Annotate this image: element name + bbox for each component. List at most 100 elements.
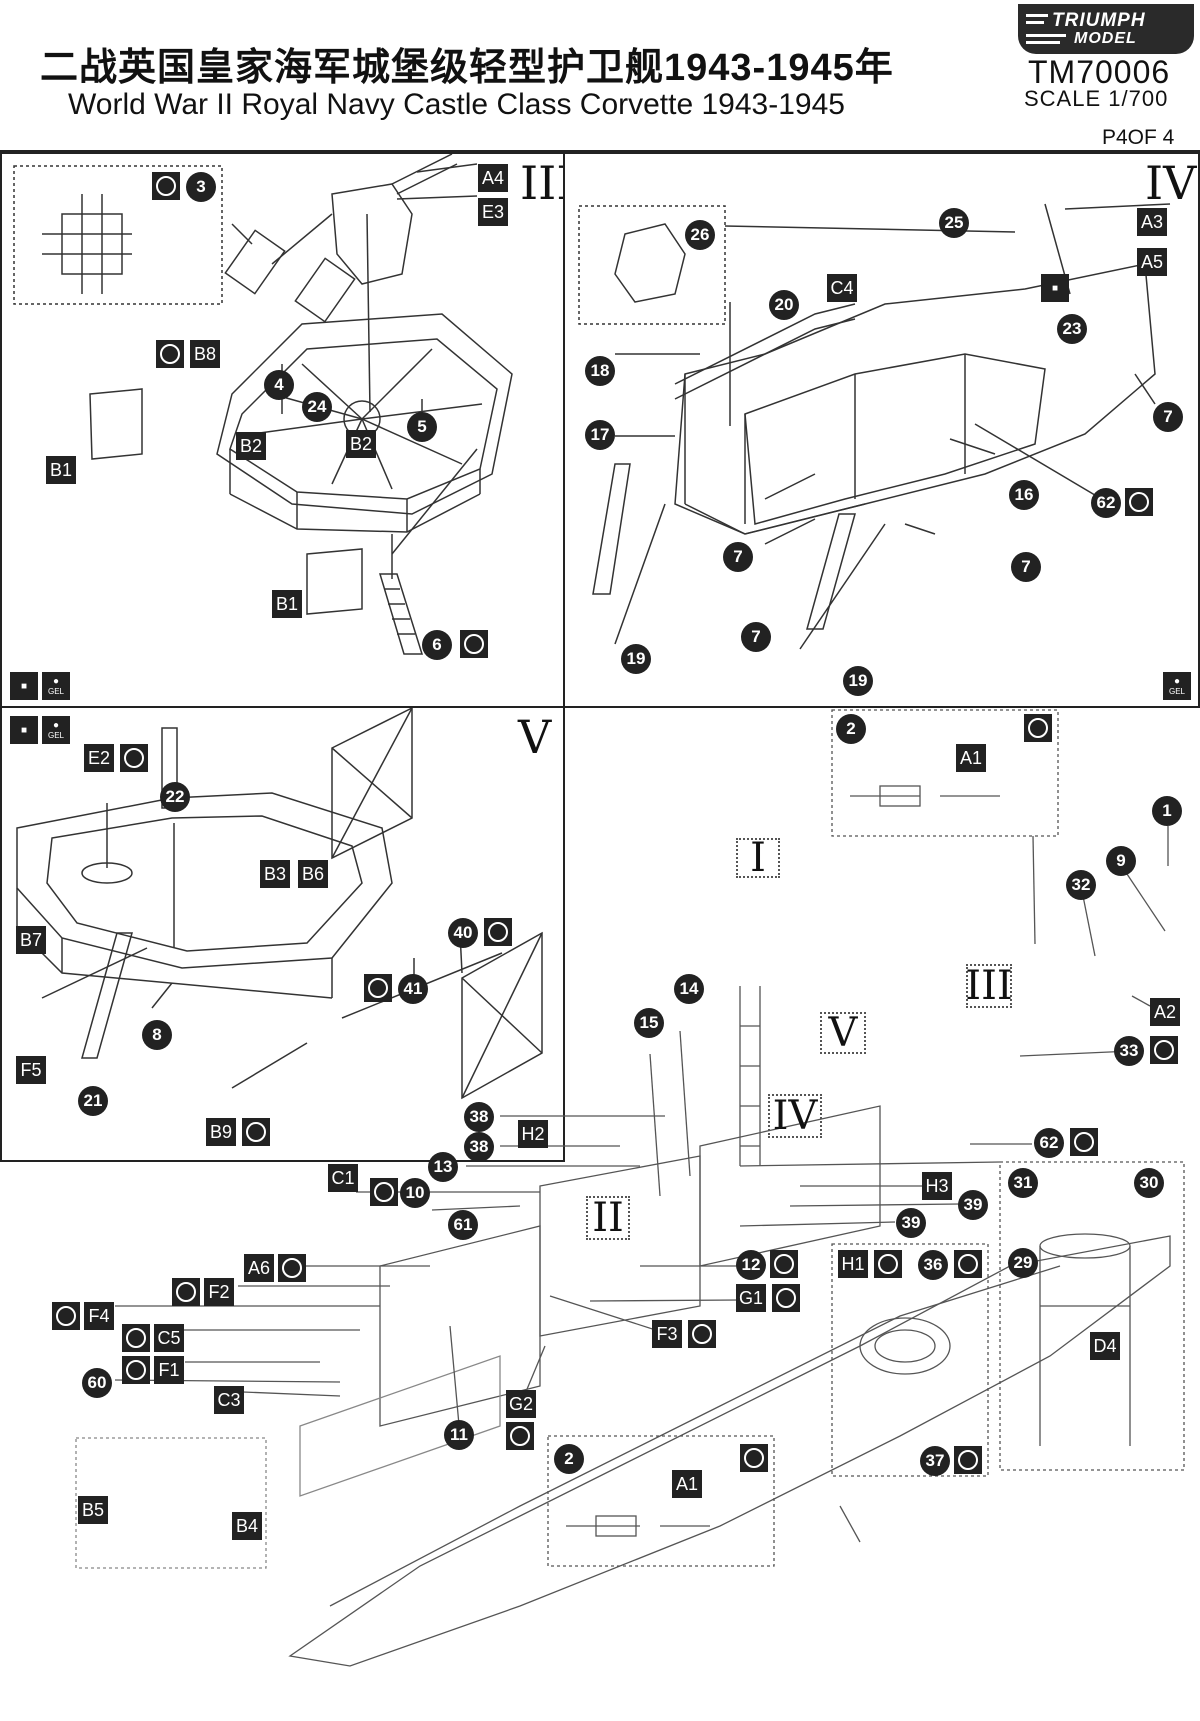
- step-number: 14: [674, 974, 704, 1004]
- step-number: 19: [621, 644, 651, 674]
- step-number: 41: [398, 974, 428, 1004]
- part-label: H3: [922, 1172, 952, 1200]
- part-label: B2: [346, 430, 376, 458]
- part-label: H1: [838, 1250, 868, 1278]
- part-label: C3: [214, 1386, 244, 1414]
- glue-circle-icon: [772, 1284, 800, 1312]
- step-number: 26: [685, 220, 715, 250]
- step-number: 20: [769, 290, 799, 320]
- title-english: World War II Royal Navy Castle Class Cor…: [68, 88, 845, 121]
- glue-circle-icon: [242, 1118, 270, 1146]
- step-number: 2: [554, 1444, 584, 1474]
- part-label: C5: [154, 1324, 184, 1352]
- step-number: 30: [1134, 1168, 1164, 1198]
- glue-circle-icon: [954, 1446, 982, 1474]
- step-number: 6: [422, 630, 452, 660]
- step-number: 7: [1011, 552, 1041, 582]
- page-number: P4OF 4: [1102, 126, 1175, 149]
- glue-circle-icon: [1024, 714, 1052, 742]
- part-label: A1: [956, 744, 986, 772]
- step-number: 13: [428, 1152, 458, 1182]
- step-number: 5: [407, 412, 437, 442]
- part-label: B1: [272, 590, 302, 618]
- part-label: F2: [204, 1278, 234, 1306]
- gel-label: GEL: [47, 731, 64, 740]
- glue-circle-icon: [152, 172, 180, 200]
- section-marker: II: [586, 1195, 630, 1241]
- part-label: A2: [1150, 998, 1180, 1026]
- part-label: F1: [154, 1356, 184, 1384]
- section-marker: I: [736, 835, 780, 881]
- part-label: E2: [84, 744, 114, 772]
- gel-label: GEL: [47, 687, 64, 696]
- step-number: 12: [736, 1250, 766, 1280]
- glue-circle-icon: [1125, 488, 1153, 516]
- cut-square-icon: ■: [10, 672, 38, 700]
- glue-circle-icon: [122, 1356, 150, 1384]
- part-label: C1: [328, 1164, 358, 1192]
- step-roman-numeral: IV: [1145, 156, 1197, 210]
- part-label: F3: [652, 1320, 682, 1348]
- glue-circle-icon: [1070, 1128, 1098, 1156]
- glue-circle-icon: [688, 1320, 716, 1348]
- panel-step-v: V ■ ●GEL E2 22 B3 B6 B7 40 41 8 F5 21 B9: [0, 706, 565, 1162]
- step-roman-numeral: III: [520, 156, 563, 210]
- glue-circle-icon: [506, 1422, 534, 1450]
- glue-circle-icon: [52, 1302, 80, 1330]
- step-number: 1: [1152, 796, 1182, 826]
- part-label: B2: [236, 432, 266, 460]
- panel-step-iv: IV 25 26 20 18 17 23 7 16 62 7 7 7 19 19…: [563, 152, 1200, 708]
- cut-square-icon: ■: [10, 716, 38, 744]
- part-label: A6: [244, 1254, 274, 1282]
- part-label: A4: [478, 164, 508, 192]
- section-marker: III: [965, 963, 1013, 1009]
- part-label: A1: [672, 1470, 702, 1498]
- step-number: 23: [1057, 314, 1087, 344]
- panel-step-iii: III 3 4 24 5 6 A4 E3 B8 B2 B2 B1 B1 ■ ●G…: [0, 152, 565, 708]
- section-marker: IV: [768, 1093, 822, 1139]
- part-label: B5: [78, 1496, 108, 1524]
- bridge-assembly-drawing: [16, 708, 543, 1100]
- glue-circle-icon: [120, 744, 148, 772]
- part-label: E3: [478, 198, 508, 226]
- step-number: 37: [920, 1446, 950, 1476]
- glue-circle-icon: [122, 1324, 150, 1352]
- part-label: B8: [190, 340, 220, 368]
- step-roman-numeral: V: [518, 710, 552, 764]
- part-label: H2: [518, 1120, 548, 1148]
- section-marker: V: [820, 1010, 866, 1056]
- gel-label: GEL: [1168, 687, 1185, 696]
- cut-square-icon: ■: [1041, 274, 1069, 302]
- step-number: 29: [1008, 1248, 1038, 1278]
- step-number: 17: [585, 420, 615, 450]
- turret-assembly-drawing: [13, 154, 513, 655]
- step-number: 10: [400, 1178, 430, 1208]
- glue-circle-icon: [370, 1178, 398, 1206]
- part-label: B1: [46, 456, 76, 484]
- step-number: 15: [634, 1008, 664, 1038]
- glue-circle-icon: [156, 340, 184, 368]
- glue-circle-icon: [460, 630, 488, 658]
- step-number: 39: [958, 1190, 988, 1220]
- gel-drop-icon: ●GEL: [42, 672, 70, 700]
- step-number: 7: [1153, 402, 1183, 432]
- title-chinese: 二战英国皇家海军城堡级轻型护卫舰1943-1945年: [40, 47, 894, 89]
- step-number: 33: [1114, 1036, 1144, 1066]
- product-code: TM70006: [1028, 54, 1171, 90]
- glue-circle-icon: [278, 1254, 306, 1282]
- glue-circle-icon: [874, 1250, 902, 1278]
- glue-circle-icon: [770, 1250, 798, 1278]
- superstructure-drawing: [578, 203, 1171, 650]
- step-number: 31: [1008, 1168, 1038, 1198]
- part-label: F5: [16, 1056, 46, 1084]
- step-number: 7: [723, 542, 753, 572]
- part-label: D4: [1090, 1332, 1120, 1360]
- part-label: G1: [736, 1284, 767, 1312]
- glue-circle-icon: [740, 1444, 768, 1472]
- part-label: B7: [16, 926, 46, 954]
- gel-drop-icon: ●GEL: [1163, 672, 1191, 700]
- part-label: B9: [206, 1118, 236, 1146]
- model-scale: SCALE 1/700: [1024, 86, 1169, 111]
- step-number: 21: [78, 1086, 108, 1116]
- step-number: 40: [448, 918, 478, 948]
